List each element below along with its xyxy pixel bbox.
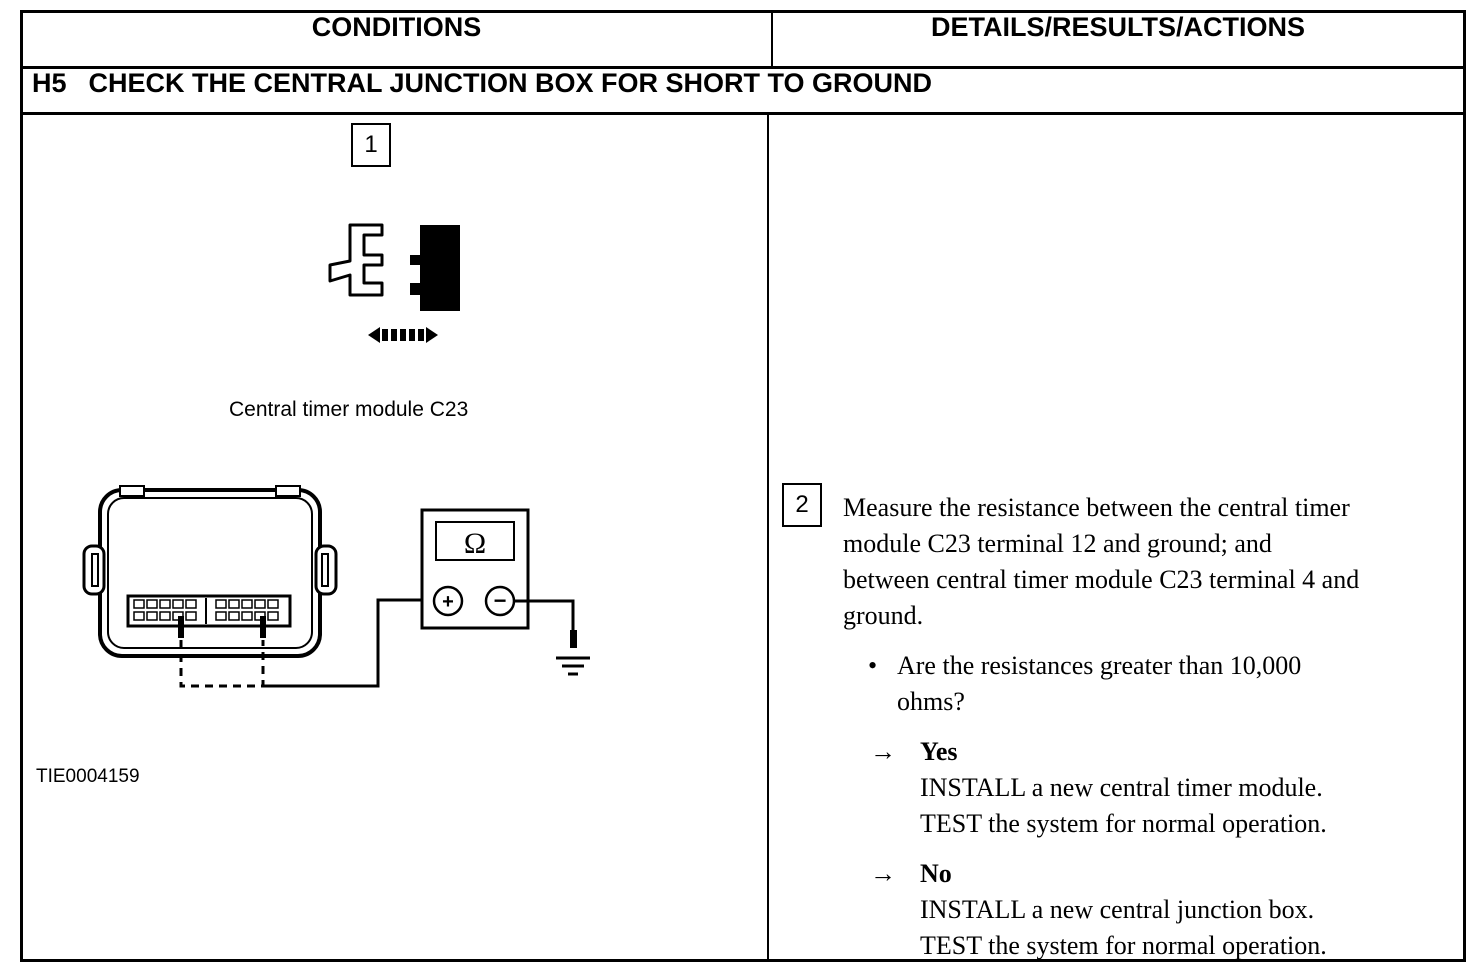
module-outline-icon	[82, 485, 338, 658]
instruction-line: Measure the resistance between the centr…	[843, 493, 1350, 522]
connector-caption: Central timer module C23	[229, 398, 469, 421]
step1-number-box: 1	[351, 123, 391, 167]
ohm-symbol: Ω	[464, 527, 486, 560]
step-number: H5	[32, 68, 67, 98]
instruction-text: Measure the resistance between the centr…	[843, 490, 1455, 634]
arrow-right-icon: →	[870, 737, 896, 766]
answer-yes-line: TEST the system for normal operation.	[920, 809, 1327, 838]
connector-disconnect-icon	[328, 223, 460, 343]
answer-yes-label: Yes	[920, 737, 958, 766]
column-divider-top	[771, 10, 773, 68]
meter-plus-terminal: +	[442, 591, 454, 613]
title-divider	[20, 112, 1466, 115]
answer-no-label: No	[920, 859, 952, 888]
arrow-right-icon: →	[870, 859, 896, 888]
meter-minus-terminal: −	[494, 588, 507, 613]
step2-number-box: 2	[782, 483, 822, 527]
figure-id: TIE0004159	[36, 766, 140, 787]
instruction-line: ground.	[843, 601, 924, 630]
measurement-schematic: Ω + −	[82, 485, 590, 688]
answer-no-line: TEST the system for normal operation.	[920, 931, 1327, 960]
instruction-line: between central timer module C23 termina…	[843, 565, 1360, 594]
column-header-conditions: CONDITIONS	[311, 12, 482, 42]
column-header-details: DETAILS/RESULTS/ACTIONS	[930, 12, 1305, 42]
instruction-line: module C23 terminal 12 and ground; and	[843, 529, 1272, 558]
header-divider	[20, 66, 1466, 69]
question-line: Are the resistances greater than 10,000	[897, 651, 1302, 680]
step-title: H5 CHECK THE CENTRAL JUNCTION BOX FOR SHO…	[32, 68, 932, 99]
ground-symbol-icon	[556, 630, 590, 676]
question-line: ohms?	[897, 687, 965, 716]
column-divider-body	[767, 113, 769, 962]
ohmmeter-icon: Ω + −	[420, 508, 530, 630]
answer-yes-line: INSTALL a new central timer module.	[920, 773, 1323, 802]
double-arrow-icon	[368, 327, 438, 343]
answer-no-line: INSTALL a new central junction box.	[920, 895, 1315, 924]
table-frame	[20, 10, 1466, 962]
question-text: Are the resistances greater than 10,000 …	[897, 648, 1417, 720]
bullet-marker: •	[868, 651, 878, 680]
step-title-text: CHECK THE CENTRAL JUNCTION BOX FOR SHORT…	[88, 68, 933, 98]
